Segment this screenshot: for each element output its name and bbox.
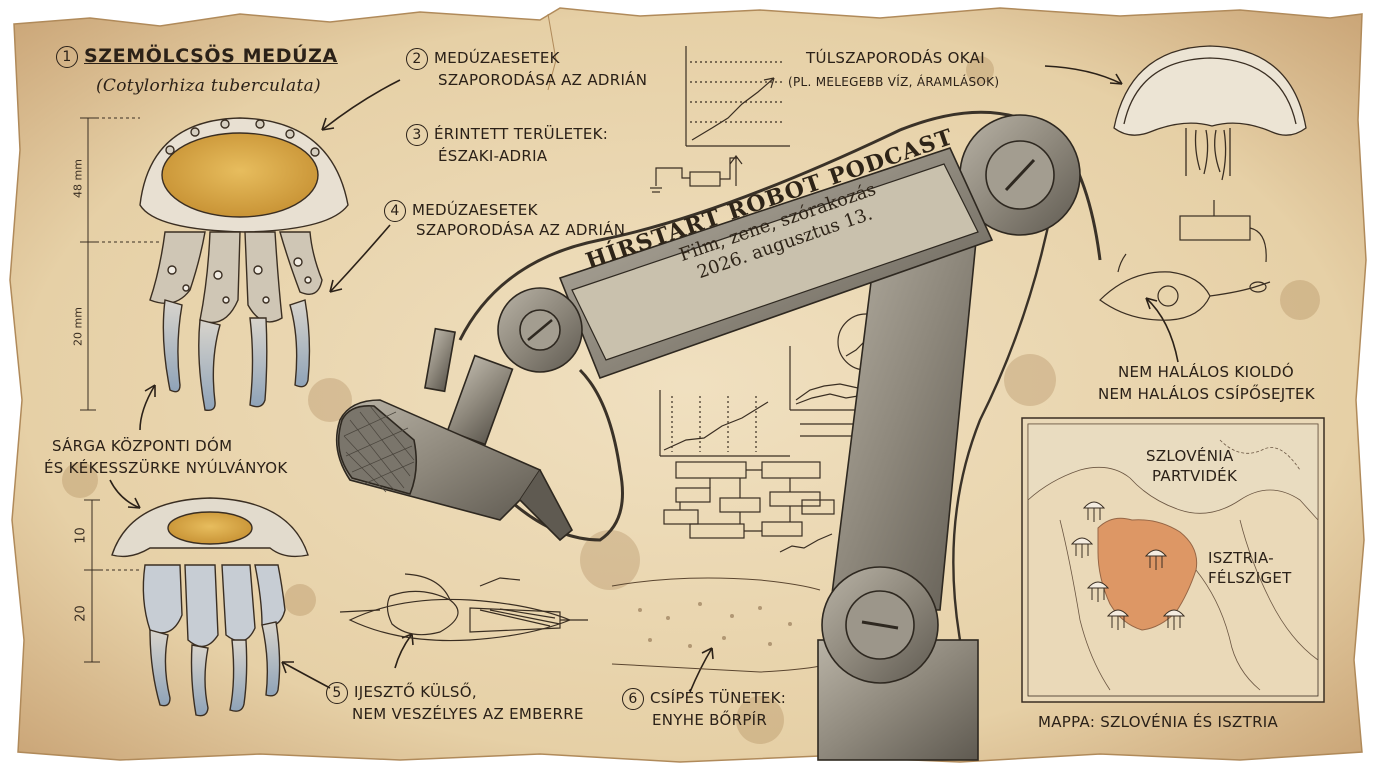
badge-3: 3 <box>406 124 428 146</box>
sketch-flowchart <box>663 461 835 553</box>
annotation-5: 5 IJESZTŐ KÜLSŐ, <box>326 682 477 704</box>
annotation-6-line2: ENYHE BŐRPÍR <box>652 711 768 729</box>
annotation-2-line1: MEDÚZAESETEK <box>434 49 560 67</box>
sketch-line-chart-top <box>685 46 790 147</box>
annotation-6-line1: CSÍPÉS TÜNETEK: <box>650 689 787 707</box>
species-latin-name: (Cotylorhiza tuberculata) <box>96 76 321 96</box>
annotation-4: 4 MEDÚZAESETEK <box>384 200 538 222</box>
map-caption: MAPPA: SZLOVÉNIA ÉS ISZTRIA <box>1038 713 1279 731</box>
nonlethal-trigger-label: NEM HALÁLOS KIOLDÓ <box>1118 363 1295 381</box>
jellyfish-cross-section <box>1113 45 1307 181</box>
jellyfish-bottom-drawing <box>111 497 309 717</box>
map-label-coast: PARTVIDÉK <box>1152 467 1238 485</box>
annotation-3-line2: ÉSZAKI-ADRIA <box>438 147 548 165</box>
annotation-2-line2: SZAPORODÁSA AZ ADRIÁN <box>438 71 648 89</box>
map-label-istria: ISZTRIA- <box>1208 549 1274 567</box>
annotation-2: 2 MEDÚZAESETEK <box>406 48 560 70</box>
sketch-circuit <box>650 155 743 193</box>
skin-patch-sketch <box>611 577 821 673</box>
map-jellyfish-markers <box>1070 501 1186 630</box>
badge-4: 4 <box>384 200 406 222</box>
overpopulation-causes-detail: (PL. MELEGEBB VÍZ, ÁRAMLÁSOK) <box>788 75 1000 89</box>
dimension-top-bell: 48 mm <box>71 159 85 198</box>
badge-6: 6 <box>622 688 644 710</box>
annotation-3: 3 ÉRINTETT TERÜLETEK: <box>406 124 608 146</box>
tissue-sketch <box>339 573 588 642</box>
badge-1: 1 <box>56 46 78 68</box>
nonlethal-cells-label: NEM HALÁLOS CSÍPŐSEJTEK <box>1098 385 1315 403</box>
overpopulation-causes-title: TÚLSZAPORODÁS OKAI <box>806 49 985 67</box>
map-label-slovenia: SZLOVÉNIA <box>1146 447 1234 465</box>
robot-arm-drawing <box>335 110 1102 761</box>
dimension-top-tentacles: 20 mm <box>71 307 85 346</box>
annotation-5-line1: IJESZTŐ KÜLSŐ, <box>354 683 477 701</box>
annotation-3-line1: ÉRINTETT TERÜLETEK: <box>434 125 609 143</box>
species-title: SZEMÖLCSÖS MEDÚZA <box>84 45 338 67</box>
annotation-5-line2: NEM VESZÉLYES AZ EMBERRE <box>352 705 584 723</box>
annotation-4-line2: SZAPORODÁSA AZ ADRIÁN <box>416 221 626 239</box>
annotation-1: 1 SZEMÖLCSÖS MEDÚZA <box>56 46 338 68</box>
jellyfish-top-drawing <box>139 117 349 412</box>
dimension-bottom-tentacles: 20 <box>73 605 89 622</box>
map-panel <box>1021 417 1325 703</box>
badge-2: 2 <box>406 48 428 70</box>
annotation-6: 6 CSÍPÉS TÜNETEK: <box>622 688 786 710</box>
dimension-bottom-bell: 10 <box>73 527 89 544</box>
badge-5: 5 <box>326 682 348 704</box>
annotation-4-line1: MEDÚZAESETEK <box>412 201 538 219</box>
istria-highlight <box>1097 517 1198 631</box>
dome-description-line2: ÉS KÉKESSZÜRKE NYÚLVÁNYOK <box>44 459 288 477</box>
nematocyst-sketch <box>1099 200 1271 321</box>
dome-description-line1: SÁRGA KÖZPONTI DÓM <box>52 437 233 455</box>
map-label-peninsula: FÉLSZIGET <box>1208 569 1292 587</box>
